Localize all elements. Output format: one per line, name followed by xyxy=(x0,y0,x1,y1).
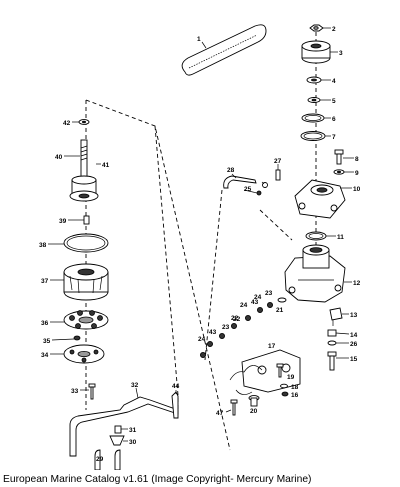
rod-44 xyxy=(171,391,179,419)
housing-12 xyxy=(284,244,346,303)
bracket-10 xyxy=(294,179,346,219)
rods-29 xyxy=(94,449,121,470)
nut-series xyxy=(199,301,273,358)
callout-31: 31 xyxy=(129,427,137,434)
bolt-8 xyxy=(334,149,344,165)
callout-36: 36 xyxy=(41,320,49,327)
callout-7: 7 xyxy=(332,134,336,141)
callout-23-b: 23 xyxy=(222,324,230,331)
callout-33: 33 xyxy=(71,388,79,395)
callout-27: 27 xyxy=(274,158,282,165)
callout-8: 8 xyxy=(355,156,359,163)
callout-24-c: 24 xyxy=(254,294,262,301)
washer-4 xyxy=(306,76,322,84)
callout-25: 25 xyxy=(244,186,252,193)
callout-39: 39 xyxy=(59,218,67,225)
callout-42: 42 xyxy=(63,120,71,127)
plate-17 xyxy=(229,349,301,395)
cap-31 xyxy=(114,425,122,434)
bolt-33 xyxy=(88,383,96,400)
ring-6 xyxy=(301,113,325,123)
washer-5 xyxy=(307,97,321,103)
callout-38: 38 xyxy=(39,242,47,249)
stator-plate-36 xyxy=(63,310,109,330)
callout-6: 6 xyxy=(332,116,336,123)
callout-24-b: 24 xyxy=(198,336,206,343)
callout-41: 41 xyxy=(102,162,110,169)
screw-35 xyxy=(73,335,81,341)
callout-9: 9 xyxy=(355,170,359,177)
image-caption: European Marine Catalog v1.61 (Image Cop… xyxy=(3,474,312,485)
ring-7 xyxy=(300,131,326,141)
callout-5: 5 xyxy=(332,98,336,105)
screw-25 xyxy=(256,190,262,196)
knob-30 xyxy=(109,435,125,446)
callout-10: 10 xyxy=(353,186,361,193)
shaft-40 xyxy=(69,139,99,202)
nut-14 xyxy=(327,329,337,337)
callout-23: 23 xyxy=(265,290,273,297)
ring-38 xyxy=(63,233,109,253)
callout-26: 26 xyxy=(350,341,358,348)
callout-32: 32 xyxy=(131,382,139,389)
washer-42 xyxy=(78,119,90,125)
base-plate-34 xyxy=(63,344,105,364)
callout-17: 17 xyxy=(268,343,276,350)
pulley-3 xyxy=(301,40,331,64)
callout-16: 16 xyxy=(291,392,299,399)
stud-20 xyxy=(248,395,260,407)
screw-16 xyxy=(281,391,289,397)
rod-32 xyxy=(69,396,179,457)
callout-19: 19 xyxy=(287,374,295,381)
callout-35: 35 xyxy=(43,338,51,345)
callout-labels: 1 2 3 4 5 6 7 8 9 10 11 12 13 14 15 16 1… xyxy=(39,26,361,463)
callout-20: 20 xyxy=(250,408,258,415)
callout-3: 3 xyxy=(339,50,343,57)
washer-21 xyxy=(277,297,287,303)
washer-18 xyxy=(280,383,288,389)
callout-47: 47 xyxy=(216,410,224,417)
key-39 xyxy=(83,215,90,225)
callout-22-b: 22 xyxy=(231,315,239,322)
ring-11 xyxy=(305,231,327,241)
exploded-parts-diagram: 1 2 3 4 5 6 7 8 9 10 11 12 13 14 15 16 1… xyxy=(39,24,361,470)
callout-12: 12 xyxy=(353,280,361,287)
callout-34: 34 xyxy=(41,352,49,359)
callout-44: 44 xyxy=(172,383,180,390)
leader-lines xyxy=(48,27,354,442)
callout-13: 13 xyxy=(350,312,358,319)
callout-24: 24 xyxy=(240,302,248,309)
callout-43-b: 43 xyxy=(209,329,217,336)
drive-belt xyxy=(181,24,267,76)
washer-26-right xyxy=(327,340,337,346)
callout-43: 43 xyxy=(251,299,259,306)
callout-18: 18 xyxy=(291,384,299,391)
callout-37: 37 xyxy=(41,278,49,285)
callout-15: 15 xyxy=(350,356,358,363)
callout-40: 40 xyxy=(55,154,63,161)
link-28 xyxy=(223,175,257,189)
bolt-19 xyxy=(276,363,284,378)
rotor-37 xyxy=(63,263,109,301)
callout-4: 4 xyxy=(332,78,336,85)
callout-2: 2 xyxy=(332,26,336,33)
callout-21: 21 xyxy=(276,307,284,314)
bolt-47 xyxy=(230,399,238,416)
callout-14: 14 xyxy=(350,332,358,339)
callout-22: 22 xyxy=(233,316,241,323)
callout-1: 1 xyxy=(197,36,201,43)
washer-9 xyxy=(333,169,345,175)
nut-2 xyxy=(309,24,324,32)
bolt-15 xyxy=(327,351,337,371)
pin-27 xyxy=(275,169,281,181)
callout-11: 11 xyxy=(337,234,344,241)
callout-29: 29 xyxy=(96,456,104,463)
callout-30: 30 xyxy=(129,439,137,446)
callout-28: 28 xyxy=(227,167,235,174)
clip-13 xyxy=(329,307,343,326)
